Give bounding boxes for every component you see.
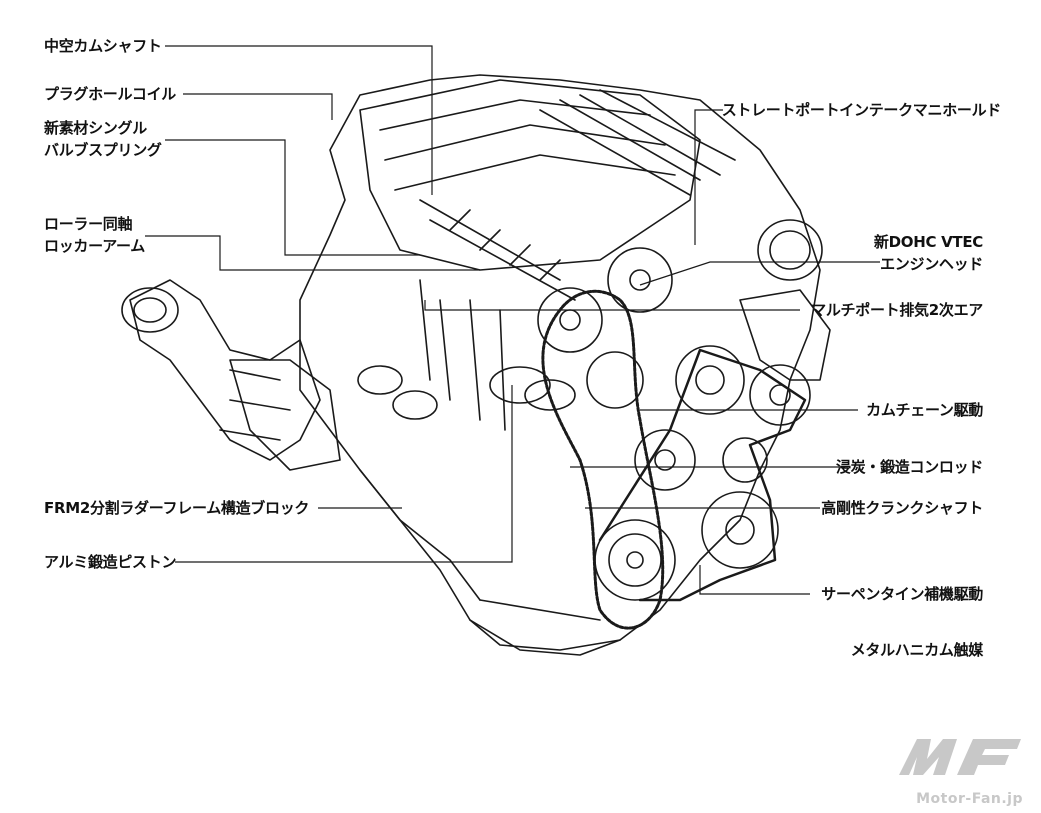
timing-chain (541, 289, 665, 630)
leader-multiport-air (424, 300, 800, 311)
label-roller-rocker-line1: ローラー同軸 (44, 215, 133, 233)
label-roller-rocker-line2: ロッカーアーム (44, 237, 145, 255)
label-straight-port-intake: ストレートポートインテークマニホールド (721, 101, 1002, 119)
motorfan-caption: Motor-Fan.jp (916, 791, 1023, 807)
label-hollow-camshaft: 中空カムシャフト (44, 37, 162, 55)
motorfan-logo (899, 739, 1021, 775)
leader-plug-hole-coil (183, 93, 333, 120)
catalyst-body (229, 359, 341, 471)
label-valve-spring-line1: 新素材シングル (44, 119, 147, 137)
leader-serpentine (699, 565, 810, 595)
throttle-body (757, 219, 823, 281)
leader-roller-rocker (145, 235, 480, 271)
leader-aluminum-piston (175, 385, 513, 563)
leader-dohc-vtec (639, 261, 880, 286)
alternator (739, 289, 831, 381)
label-serpentine: サーペンタイン補機駆動 (821, 585, 983, 603)
label-valve-spring-line2: バルブスプリング (44, 141, 162, 159)
leader-intake (694, 109, 723, 245)
label-plug-hole-coil: プラグホールコイル (44, 85, 177, 103)
label-carburized-rod: 浸炭・鍛造コンロッド (835, 458, 983, 476)
exhaust-manifold (129, 279, 321, 461)
label-multiport-air: マルチポート排気2次エア (811, 301, 983, 319)
label-frm-block: FRM2分割ラダーフレーム構造ブロック (44, 499, 310, 517)
label-crankshaft: 高剛性クランクシャフト (821, 499, 983, 517)
label-cam-chain: カムチェーン駆動 (866, 401, 983, 419)
leader-valve-spring (165, 139, 420, 256)
serpentine-belt (598, 348, 807, 602)
label-dohc-vtec-line2: エンジンヘッド (880, 255, 983, 273)
label-dohc-vtec-line1: 新DOHC VTEC (873, 233, 983, 251)
engine-block-outline (299, 74, 821, 651)
valve-cover (359, 79, 701, 271)
label-honeycomb-catalyst: メタルハニカム触媒 (850, 641, 984, 659)
leader-hollow-camshaft (165, 45, 433, 195)
label-aluminum-piston: アルミ鍛造ピストン (44, 553, 177, 571)
